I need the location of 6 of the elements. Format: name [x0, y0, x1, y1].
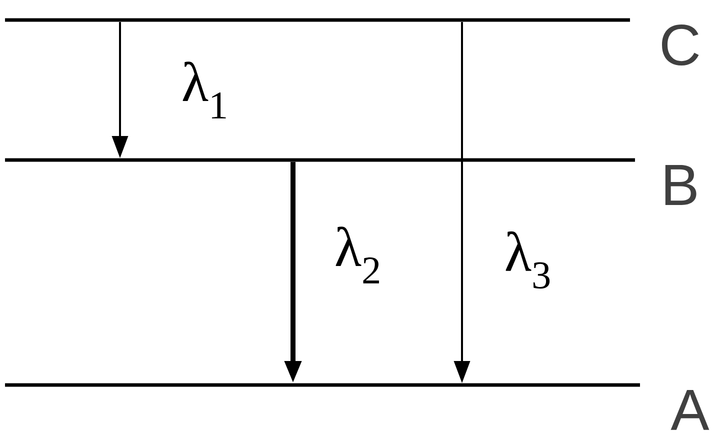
- edge-label: λ$_{1}$: [182, 62, 226, 118]
- edge-label: λ$_{3}$: [506, 231, 550, 289]
- level-label: C: [662, 24, 699, 66]
- level-label: A: [670, 390, 710, 430]
- level-label: B: [665, 165, 696, 205]
- edge-label: λ$_{2}$: [336, 226, 379, 284]
